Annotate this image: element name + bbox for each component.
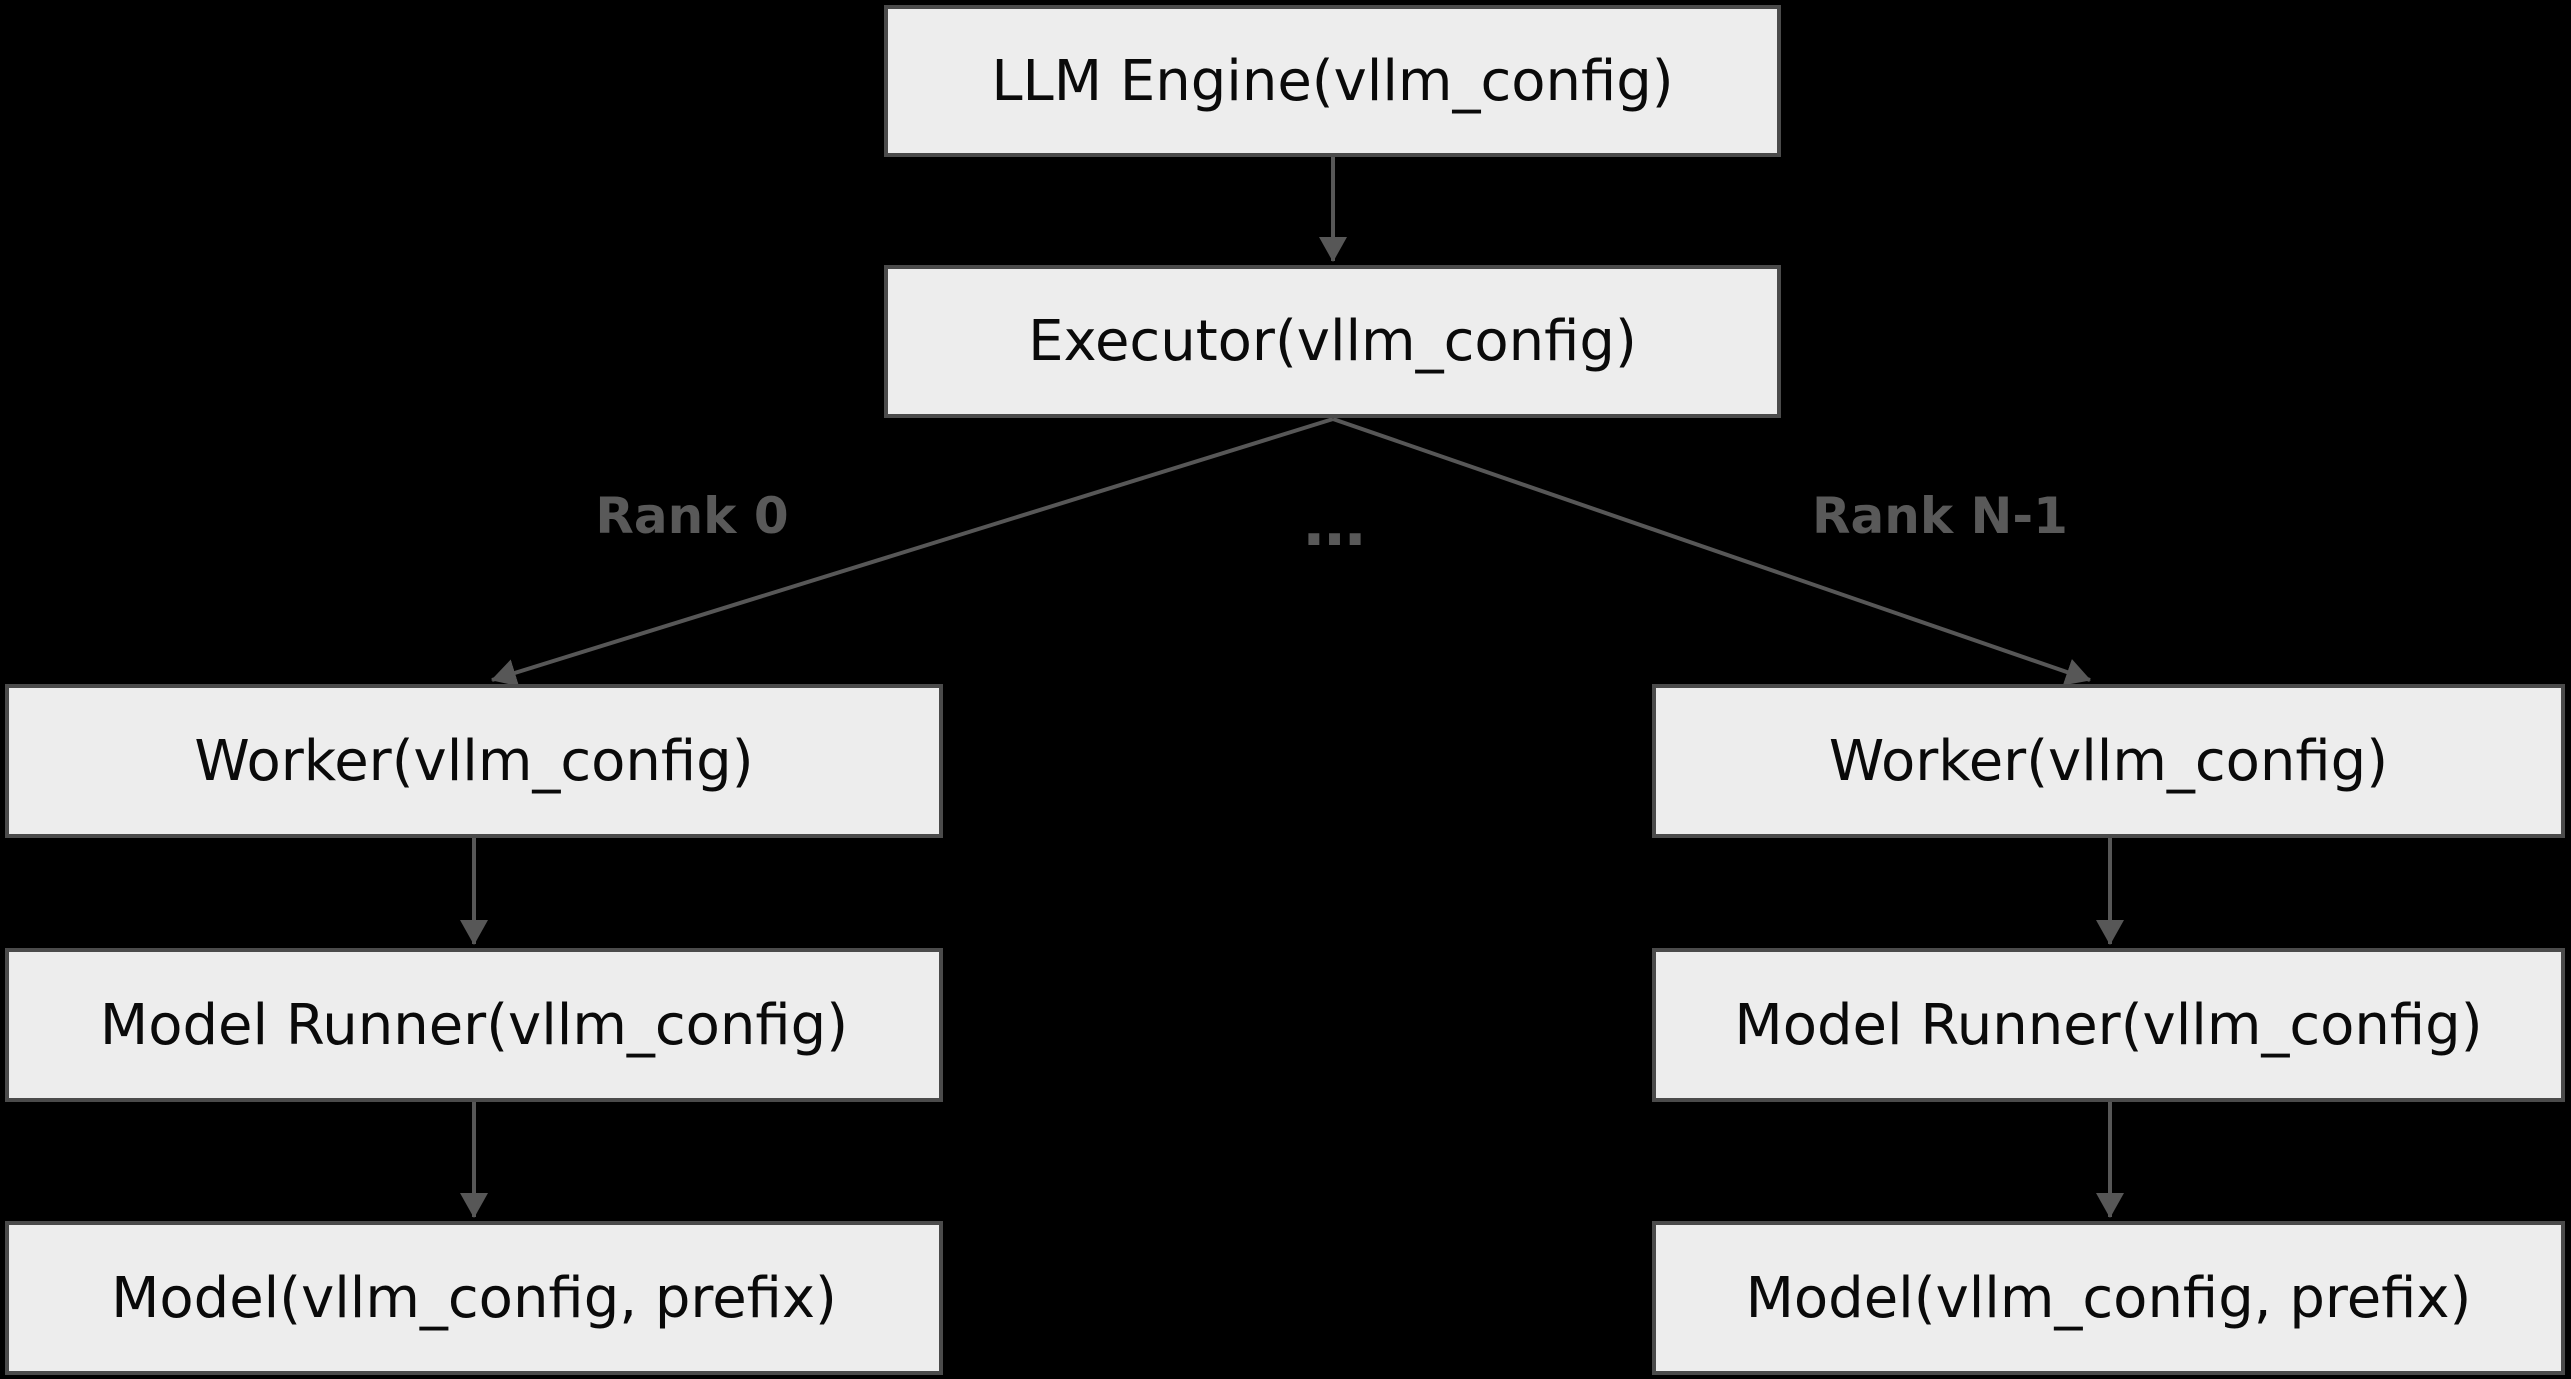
node-executor: Executor(vllm_config) bbox=[884, 265, 1781, 418]
node-model-rank0: Model(vllm_config, prefix) bbox=[5, 1221, 943, 1375]
node-model-runner-rankn: Model Runner(vllm_config) bbox=[1652, 948, 2565, 1102]
node-model-rank0-label: Model(vllm_config, prefix) bbox=[111, 1265, 837, 1331]
node-model-rankn: Model(vllm_config, prefix) bbox=[1652, 1221, 2565, 1375]
node-llm-engine-label: LLM Engine(vllm_config) bbox=[991, 48, 1674, 114]
node-model-runner-rank0: Model Runner(vllm_config) bbox=[5, 948, 943, 1102]
node-llm-engine: LLM Engine(vllm_config) bbox=[884, 5, 1781, 157]
node-model-runner-rank0-label: Model Runner(vllm_config) bbox=[99, 992, 849, 1058]
node-executor-label: Executor(vllm_config) bbox=[1028, 309, 1637, 374]
edge-label-rank-0: Rank 0 bbox=[595, 487, 789, 545]
node-model-runner-rankn-label: Model Runner(vllm_config) bbox=[1734, 992, 2483, 1058]
node-worker-rankn: Worker(vllm_config) bbox=[1652, 684, 2565, 838]
node-worker-rank0: Worker(vllm_config) bbox=[5, 684, 943, 838]
node-worker-rankn-label: Worker(vllm_config) bbox=[1828, 728, 2389, 794]
edge-label-ellipsis: … bbox=[1303, 487, 1365, 560]
node-model-rankn-label: Model(vllm_config, prefix) bbox=[1745, 1265, 2472, 1331]
node-worker-rank0-label: Worker(vllm_config) bbox=[194, 728, 754, 794]
edge-label-rank-n-1: Rank N-1 bbox=[1812, 487, 2068, 545]
